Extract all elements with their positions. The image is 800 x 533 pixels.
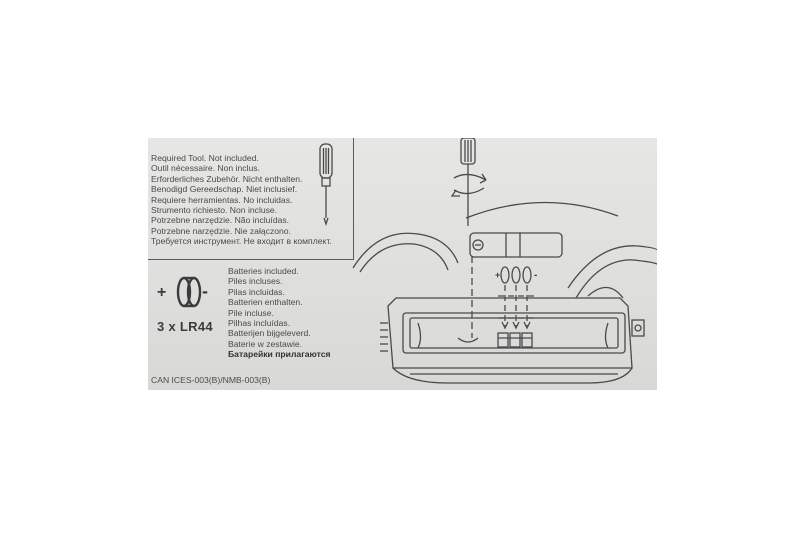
packaging-photo: Required Tool. Not included. Outil néces…: [148, 138, 657, 390]
tool-line: Erforderliches Zubehör. Nicht enthalten.: [151, 173, 303, 184]
tool-line: Required Tool. Not included.: [151, 153, 259, 163]
compliance-label: CAN ICES-003(B)/NMB-003(B): [151, 375, 271, 385]
batteries-included-text: Batteries included. Piles incluses. Pila…: [228, 266, 331, 360]
screwdriver-icon: [319, 143, 333, 227]
battery-minus-sign: -: [202, 281, 208, 301]
battery-line: Piles incluses.: [228, 276, 283, 287]
assembly-diagram: + -: [157, 138, 657, 384]
battery-line: Batterien enthalten.: [228, 297, 303, 308]
battery-compartment-diagram: [352, 138, 657, 384]
tool-line: Potrzebne narzędzie. Nie załączono.: [151, 225, 291, 236]
tool-line: Benodigd Gereedschap. Niet inclusief.: [151, 184, 298, 195]
battery-plus-sign: +: [157, 284, 166, 301]
polarity-minus-label: -: [534, 270, 537, 281]
battery-line: Baterie w zestawie.: [228, 338, 303, 349]
tool-line: Requiere herramientas. No incluidas.: [151, 194, 293, 205]
battery-line: Pile incluse.: [228, 307, 274, 318]
tool-required-text: Required Tool. Not included. Outil néces…: [151, 153, 332, 247]
battery-line: Pilas incluidas.: [228, 286, 285, 297]
battery-line: Pilhas incluídas.: [228, 318, 291, 329]
tool-line: Strumento richiesto. Non incluse.: [151, 205, 278, 216]
tool-required-box: Required Tool. Not included. Outil néces…: [148, 138, 354, 260]
polarity-plus-label: +: [495, 270, 500, 280]
tool-line: Требуется инструмент. Не входит в компле…: [151, 236, 332, 247]
battery-line: Batterijen bijgeleverd.: [228, 328, 311, 339]
battery-line: Batteries included.: [228, 266, 299, 276]
button-cell-battery-icon: [176, 276, 202, 308]
battery-line: Батарейки прилагаются: [228, 349, 331, 360]
tool-line: Potrzebne narzędzie. Não incluídas.: [151, 215, 290, 226]
battery-quantity: 3 x LR44: [157, 319, 213, 334]
tool-line: Outil nécessaire. Non inclus.: [151, 163, 260, 174]
